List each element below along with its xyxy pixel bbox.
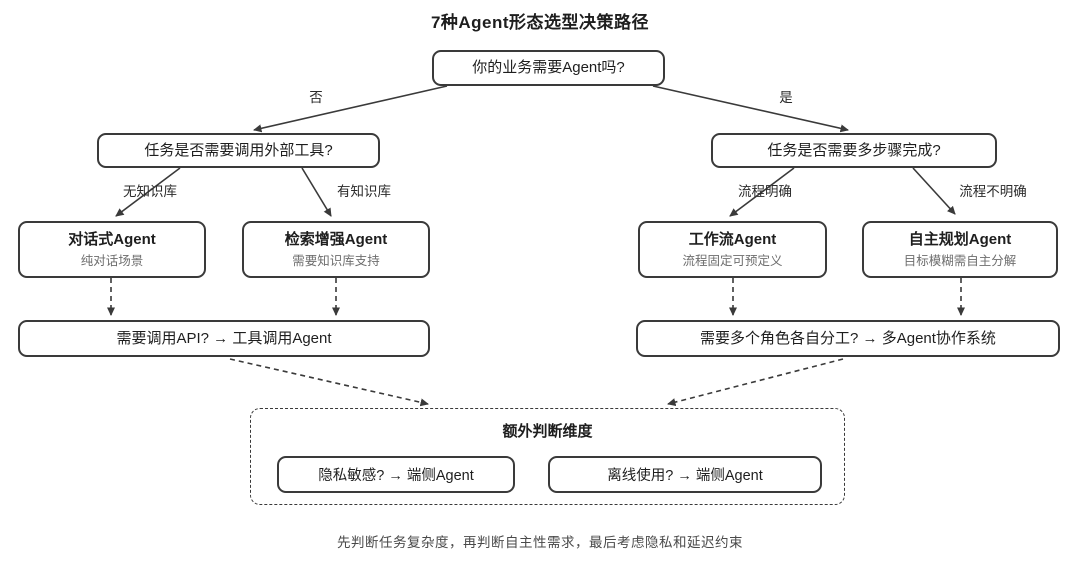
- page-title: 7种Agent形态选型决策路径: [430, 13, 650, 32]
- footnote: 先判断任务复杂度，再判断自主性需求，最后考虑隐私和延迟约束: [337, 535, 743, 550]
- agent-name: 自主规划Agent: [908, 230, 1012, 248]
- edge-api-extra: [229, 358, 429, 407]
- extra-item-privacy: 隐私敏感? → 端侧Agent: [277, 456, 515, 493]
- extra-item-offline: 离线使用? → 端侧Agent: [548, 456, 822, 493]
- agent-name: 对话式Agent: [68, 230, 156, 248]
- edge-multistep-unclear: [912, 167, 956, 215]
- question-node-tools: 任务是否需要调用外部工具?: [97, 133, 380, 168]
- agent-node-conversational: 对话式Agent 纯对话场景: [18, 221, 206, 278]
- edge-label-yes: 是: [779, 90, 793, 105]
- agent-node-planning: 自主规划Agent 目标模糊需自主分解: [862, 221, 1058, 278]
- edge-label-has-kb: 有知识库: [337, 184, 391, 199]
- edge-root-yes: [652, 85, 849, 133]
- agent-desc: 需要知识库支持: [292, 253, 380, 268]
- agent-node-retrieval: 检索增强Agent 需要知识库支持: [242, 221, 430, 278]
- edge-root-no: [253, 85, 448, 133]
- edge-label-process-unclear: 流程不明确: [959, 184, 1027, 199]
- followup-node-multi-agent: 需要多个角色各自分工? → 多Agent协作系统: [636, 320, 1060, 357]
- agent-node-workflow: 工作流Agent 流程固定可预定义: [638, 221, 827, 278]
- root-question-node: 你的业务需要Agent吗?: [432, 50, 665, 86]
- extra-dimensions-panel: 额外判断维度 隐私敏感? → 端侧Agent 离线使用? → 端侧Agent: [250, 408, 845, 505]
- edge-label-process-clear: 流程明确: [738, 184, 792, 199]
- edge-label-no-kb: 无知识库: [123, 184, 177, 199]
- agent-name: 工作流Agent: [688, 230, 777, 248]
- followup-node-api: 需要调用API? → 工具调用Agent: [18, 320, 430, 357]
- agent-desc: 流程固定可预定义: [682, 253, 783, 268]
- extra-dimensions-title: 额外判断维度: [502, 423, 593, 440]
- question-node-multistep: 任务是否需要多步骤完成?: [711, 133, 997, 168]
- edge-multiagent-extra: [667, 358, 844, 407]
- edge-label-no: 否: [309, 90, 323, 105]
- agent-desc: 纯对话场景: [80, 253, 144, 268]
- agent-desc: 目标模糊需自主分解: [903, 253, 1017, 268]
- agent-name: 检索增强Agent: [284, 230, 388, 248]
- edge-tools-haskb: [301, 167, 332, 217]
